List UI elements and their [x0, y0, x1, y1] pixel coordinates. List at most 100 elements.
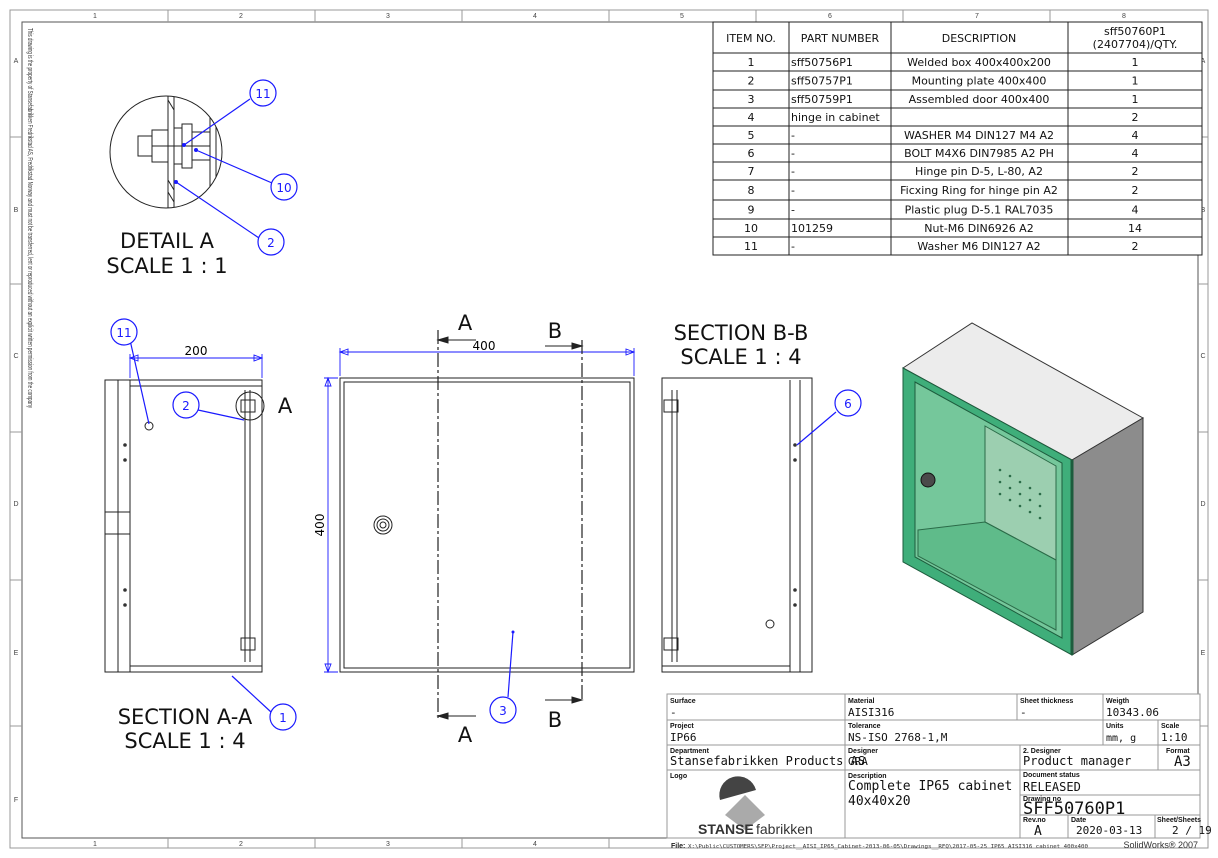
- thickness-value: -: [1020, 706, 1027, 719]
- cut-label-b-bottom: B: [548, 708, 562, 732]
- bom-cell-desc: BOLT M4X6 DIN7985 A2 PH: [904, 147, 1054, 160]
- bom-cell-qty: 14: [1128, 222, 1142, 235]
- sheets-label: Sheet/Sheets: [1157, 817, 1201, 824]
- bom-cell-item: 7: [748, 165, 755, 178]
- sheets-value: 2 / 19: [1172, 824, 1212, 837]
- bom-cell-qty: 4: [1132, 129, 1139, 142]
- bom-cell-item: 6: [748, 147, 755, 160]
- units-value: mm, g: [1106, 733, 1136, 744]
- detail-ref-a: A: [278, 394, 293, 418]
- zone-row-f: F: [14, 797, 18, 804]
- status-value: RELEASED: [1023, 780, 1081, 794]
- bom-cell-desc: Hinge pin D-5, L-80, A2: [915, 165, 1043, 178]
- bom-header-qty-sub: (2407704)/QTY.: [1093, 38, 1178, 51]
- zone-row-a-right: A: [1201, 58, 1206, 65]
- weight-label: Weigth: [1106, 698, 1129, 705]
- section-bb-title: SECTION B-B: [674, 321, 809, 345]
- bom-cell-item: 1: [748, 56, 755, 69]
- bom-cell-part: sff50759P1: [791, 93, 853, 106]
- svg-text:11: 11: [116, 326, 131, 340]
- software-credit: SolidWorks® 2007: [1123, 840, 1198, 850]
- balloon-3: 3: [489, 696, 517, 724]
- zone-col-3-bottom: 3: [386, 841, 390, 848]
- zone-row-a: A: [14, 58, 19, 65]
- zone-row-e: E: [14, 650, 19, 657]
- zone-row-c-right: C: [1200, 353, 1205, 360]
- date-value: 2020-03-13: [1076, 824, 1142, 837]
- description-line-1: Complete IP65 cabinet: [848, 779, 1012, 794]
- bom-cell-qty: 4: [1132, 204, 1139, 217]
- dim-height-400: 400: [313, 514, 327, 537]
- section-bb-scale: SCALE 1 : 4: [680, 345, 801, 369]
- bom-cell-desc: Nut-M6 DIN6926 A2: [924, 222, 1033, 235]
- cut-label-b-top: B: [548, 319, 562, 343]
- surface-value: -: [670, 706, 677, 719]
- bom-cell-part: sff50757P1: [791, 75, 853, 88]
- zone-col-7: 7: [975, 13, 979, 20]
- bom-cell-qty: 2: [1132, 240, 1139, 253]
- zone-col-6: 6: [828, 13, 832, 20]
- scale-value: 1:10: [1161, 731, 1188, 744]
- designer-value: GRA: [848, 755, 868, 768]
- description-label: Description: [848, 773, 887, 780]
- bom-cell-qty: 2: [1132, 111, 1139, 124]
- balloon-2-section: 2: [172, 391, 200, 419]
- zone-col-2-bottom: 2: [239, 841, 243, 848]
- bom-cell-qty: 4: [1132, 147, 1139, 160]
- balloon-11-detail: 11: [249, 79, 277, 107]
- section-bb-view: 6 SECTION B-B SCALE 1 : 4: [661, 321, 862, 673]
- material-value: AISI316: [848, 706, 894, 719]
- ownership-notice: This drawing is the property of Stansefa…: [26, 28, 35, 408]
- company-logo: STANSE fabrikken: [698, 776, 813, 837]
- svg-text:1: 1: [279, 711, 287, 725]
- rev-value: A: [1034, 824, 1042, 839]
- cut-label-a-bottom: A: [458, 723, 473, 747]
- zone-row-d-right: D: [1200, 501, 1205, 508]
- bom-cell-part: -: [791, 147, 795, 160]
- logo-text-bold: STANSE: [698, 821, 754, 837]
- balloon-11-section: 11: [110, 318, 138, 346]
- bom-cell-item: 9: [748, 204, 755, 217]
- tolerance-value: NS-ISO 2768-1,M: [848, 731, 948, 744]
- zone-row-c: C: [13, 353, 18, 360]
- zone-col-4-bottom: 4: [533, 841, 537, 848]
- date-label: Date: [1071, 817, 1086, 824]
- designer-label: Designer: [848, 748, 878, 755]
- detail-a-view: 11 10 2 DETAIL A SCALE 1 : 1: [106, 79, 298, 278]
- balloon-10-detail: 10: [270, 173, 298, 201]
- zone-row-e-right: E: [1201, 650, 1206, 657]
- status-label: Document status: [1023, 772, 1080, 779]
- section-aa-view: 200 A 11 2 1 SECTION A-A SCALE 1 : 4: [104, 318, 297, 753]
- bom-cell-part: -: [791, 204, 795, 217]
- bom-cell-desc: Ficxing Ring for hinge pin A2: [900, 184, 1058, 197]
- drawing-no-label: Drawing no: [1023, 796, 1061, 803]
- zone-col-8: 8: [1122, 13, 1126, 20]
- dim-width-200: 200: [185, 344, 208, 358]
- svg-text:3: 3: [499, 704, 507, 718]
- file-label: File:: [671, 843, 685, 850]
- cut-label-a-top: A: [458, 311, 473, 335]
- bom-header-description: DESCRIPTION: [942, 32, 1016, 45]
- project-label: Project: [670, 723, 694, 730]
- bom-cell-part: -: [791, 129, 795, 142]
- bom-cell-desc: Assembled door 400x400: [909, 93, 1050, 106]
- dim-width-400: 400: [473, 339, 496, 353]
- zone-row-d: D: [13, 501, 18, 508]
- department-label: Department: [670, 748, 710, 755]
- section-aa-scale: SCALE 1 : 4: [124, 729, 245, 753]
- svg-text:2: 2: [267, 236, 275, 250]
- bom-cell-part: 101259: [791, 222, 833, 235]
- units-label: Units: [1106, 723, 1124, 730]
- department-value: Stansefabrikken Products AS: [670, 754, 865, 768]
- bom-cell-item: 11: [744, 240, 758, 253]
- zone-col-1-bottom: 1: [93, 841, 97, 848]
- tolerance-label: Tolerance: [848, 723, 881, 730]
